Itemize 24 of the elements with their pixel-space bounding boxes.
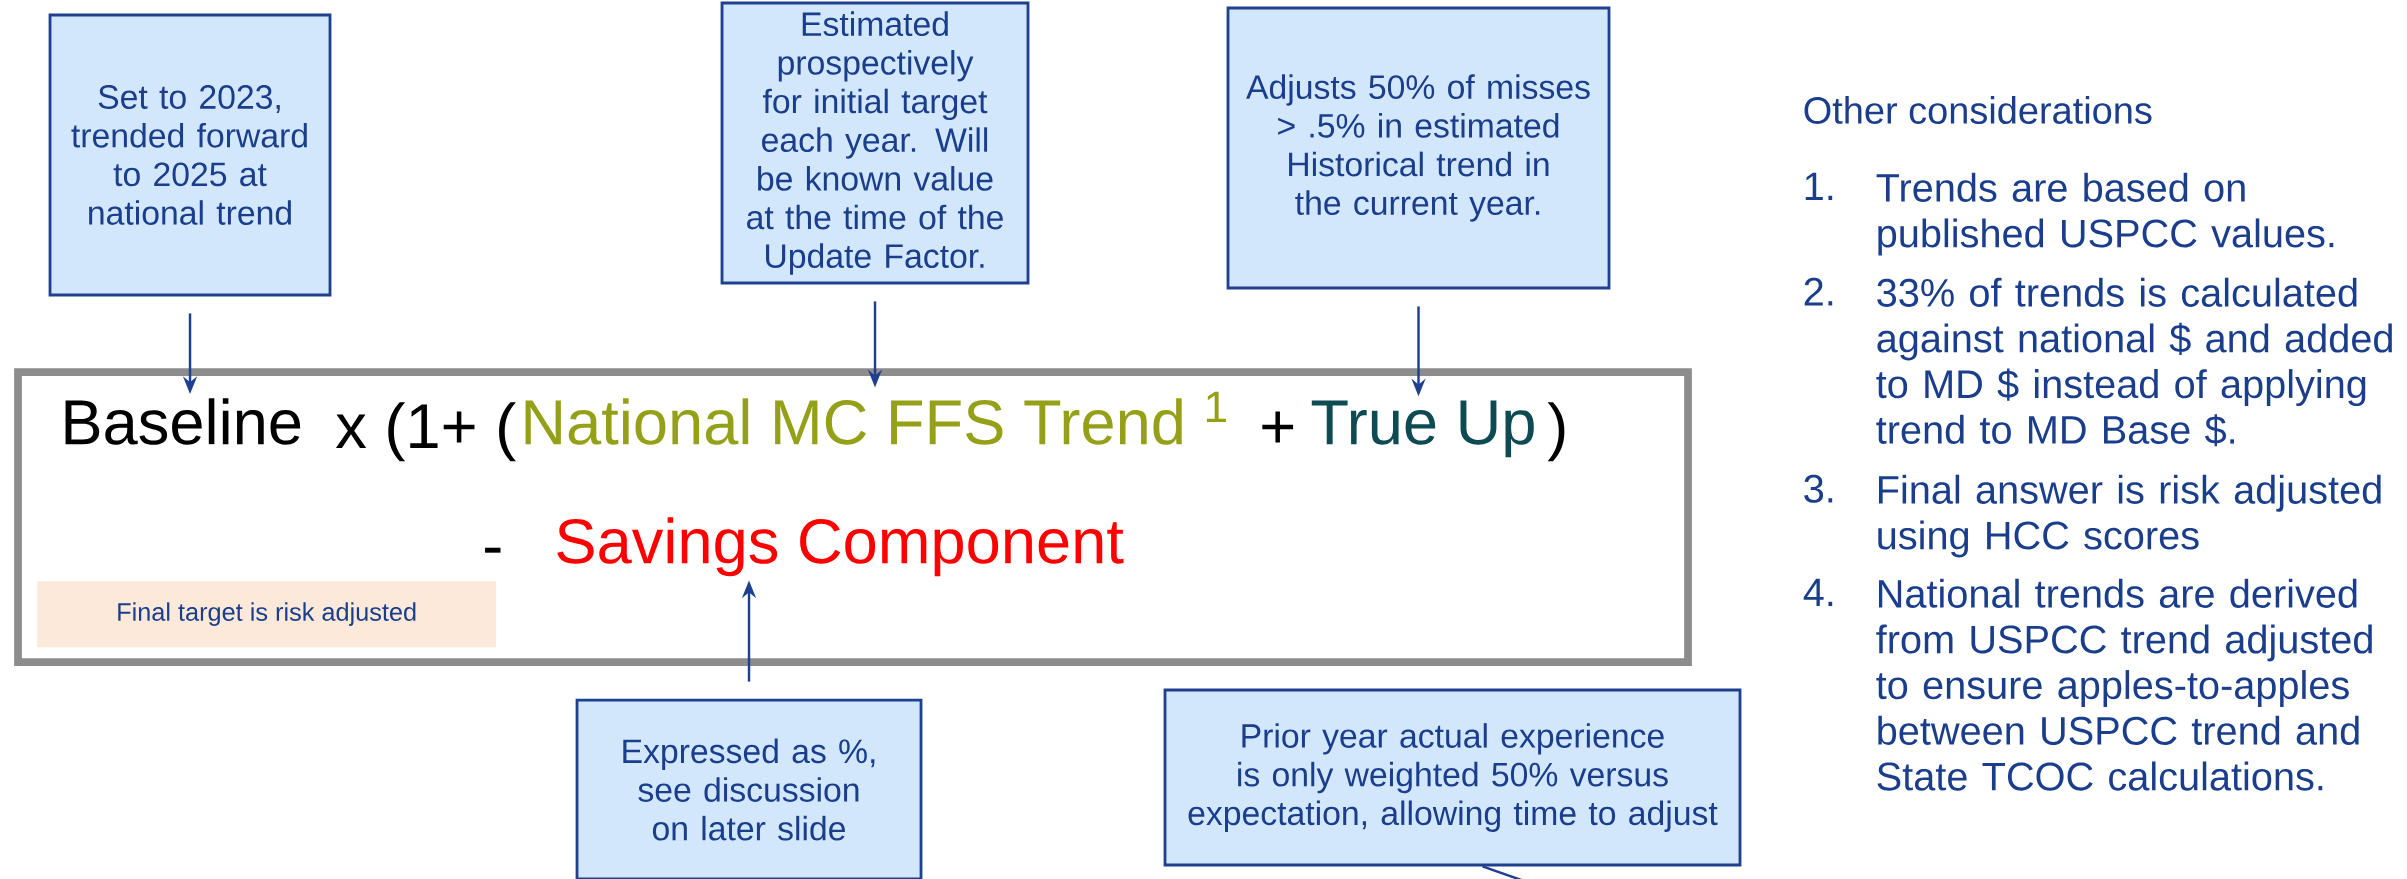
callout-box: Estimated prospectively for initial target each year. Will be known value at the time of the Update Factor. (720, 1, 1030, 285)
list-number: 1. (1805, 172, 1833, 201)
formula-term: National MC FFS Trend $^{1}$ (525, 391, 1226, 445)
formula-symbol: ) (1547, 402, 1565, 462)
formula-term: Baseline (65, 398, 301, 445)
list-item: National trends are derived from USPCC trend adjusted to ensure apples-to-apples between USPCC trend and State TCOC calculations. (1876, 578, 2372, 791)
list-item: Final answer is risk adjusted using HCC scores (1878, 474, 2381, 558)
callout-box: Prior year actual experience is only weighted 50% versus expectation, allowing time to adjust (1163, 688, 1742, 867)
formula-symbol: + (1262, 411, 1294, 443)
formula-term: True Up (1311, 400, 1534, 458)
list-heading: Other considerations (1804, 96, 2152, 124)
note-box: Final target is risk adjusted (37, 581, 497, 648)
formula-term: Savings Component (557, 517, 1124, 577)
list-item: Trends are based on published USPCC values. (1876, 172, 2334, 256)
formula-symbol: - (485, 547, 501, 553)
list-item: 33% of trends is calculated against national $ and added to MD $ instead of applying trend to MD Base $. (1876, 277, 2392, 447)
formula-symbol: x (1+ ( (335, 402, 516, 462)
callout-box: Expressed as %, see discussion on later slide (575, 698, 923, 879)
list-number: 3. (1804, 474, 1833, 503)
callout-box: Adjusts 50% of misses > .5% in estimated Historical trend in the current year. (1226, 6, 1611, 290)
list-number: 2. (1804, 277, 1833, 306)
formula-box (14, 368, 1692, 666)
callout-box: Set to 2023, trended forward to 2025 at national trend (48, 13, 332, 297)
list-number: 4. (1803, 578, 1833, 607)
